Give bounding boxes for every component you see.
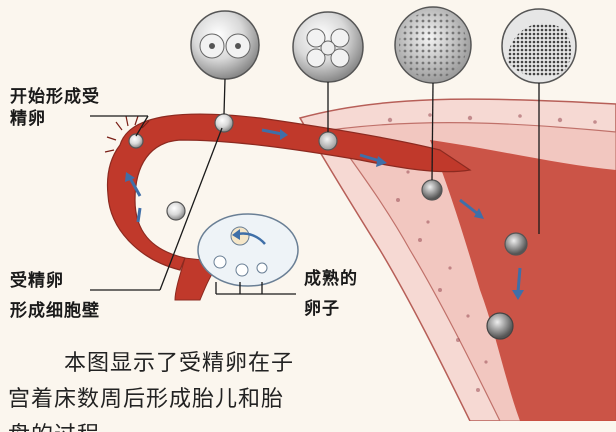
implanted-embryo [487,313,513,339]
label-zygote: 受精卵 形成细胞壁 [10,270,100,322]
label-mature-egg-line2: 卵子 [304,298,358,320]
label-mature-egg: 成熟的 卵子 [304,268,358,320]
label-fertilization: 开始形成受 精卵 [10,86,100,130]
label-zygote-line1: 受精卵 [10,270,100,292]
caption-line2: 宫着床数周后形成胎儿和胎 [0,382,360,418]
stage-magnified [191,7,576,83]
label-mature-egg-line1: 成熟的 [304,268,358,290]
ovary [198,214,298,286]
caption: 本图显示了受精卵在子 宫着床数周后形成胎儿和胎 盘的过程 [0,346,360,432]
label-zygote-line2: 形成细胞壁 [10,300,100,322]
label-fertilization-line1: 开始形成受 [10,86,100,108]
label-fertilization-line2: 精卵 [10,108,100,130]
caption-line3: 盘的过程 [0,418,360,432]
caption-line1: 本图显示了受精卵在子 [0,346,360,382]
